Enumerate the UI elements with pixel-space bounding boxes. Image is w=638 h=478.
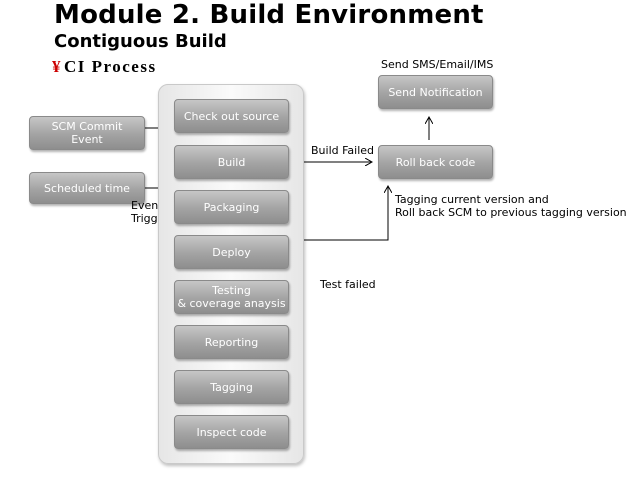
send-channels-label: Send SMS/Email/IMS — [381, 58, 494, 71]
pipeline-panel — [158, 84, 304, 464]
scheduled-time-box[interactable]: Scheduled time — [29, 172, 145, 204]
step-reporting[interactable]: Reporting — [174, 325, 289, 359]
roll-back-label: Roll back code — [395, 155, 476, 169]
scheduled-time-label: Scheduled time — [44, 181, 130, 195]
line-deploy-to-rollback — [289, 186, 388, 241]
step-label: Tagging — [210, 380, 253, 394]
send-notification-box[interactable]: Send Notification — [378, 75, 493, 109]
bullet-icon: ¥ — [52, 57, 62, 76]
event-trigger-line1: Event — [131, 199, 163, 212]
tagging-note-line1: Tagging current version and — [395, 193, 549, 206]
step-tagging[interactable]: Tagging — [174, 370, 289, 404]
step-label: Deploy — [212, 245, 251, 259]
scm-commit-event-box[interactable]: SCM Commit Event — [29, 116, 145, 150]
tagging-note-line2: Roll back SCM to previous tagging versio… — [395, 206, 627, 219]
process-heading: ¥CI Process — [52, 57, 157, 77]
page-subtitle: Contiguous Build — [54, 31, 227, 52]
build-failed-label: Build Failed — [311, 144, 375, 157]
step-build[interactable]: Build — [174, 145, 289, 179]
step-label: Build — [217, 155, 246, 169]
step-label: Inspect code — [196, 425, 267, 439]
step-checkout-source[interactable]: Check out source — [174, 99, 289, 133]
step-inspect-code[interactable]: Inspect code — [174, 415, 289, 449]
step-label: Reporting — [204, 335, 259, 349]
scm-commit-label-line2: Event — [71, 133, 103, 146]
roll-back-code-box[interactable]: Roll back code — [378, 145, 493, 179]
process-label: CI Process — [64, 57, 157, 76]
tagging-note: Tagging current version and Roll back SC… — [395, 193, 627, 219]
step-deploy[interactable]: Deploy — [174, 235, 289, 269]
test-failed-label: Test failed — [320, 278, 376, 291]
step-label: Check out source — [183, 109, 280, 123]
step-label: Testing — [212, 284, 251, 297]
step-packaging[interactable]: Packaging — [174, 190, 289, 224]
scm-commit-label-line1: SCM Commit — [51, 120, 123, 133]
send-notification-label: Send Notification — [388, 85, 483, 99]
page-title: Module 2. Build Environment — [54, 0, 484, 30]
step-sublabel: & coverage anaysis — [177, 297, 286, 310]
step-testing[interactable]: Testing & coverage anaysis — [174, 280, 289, 314]
step-label: Packaging — [203, 200, 260, 214]
